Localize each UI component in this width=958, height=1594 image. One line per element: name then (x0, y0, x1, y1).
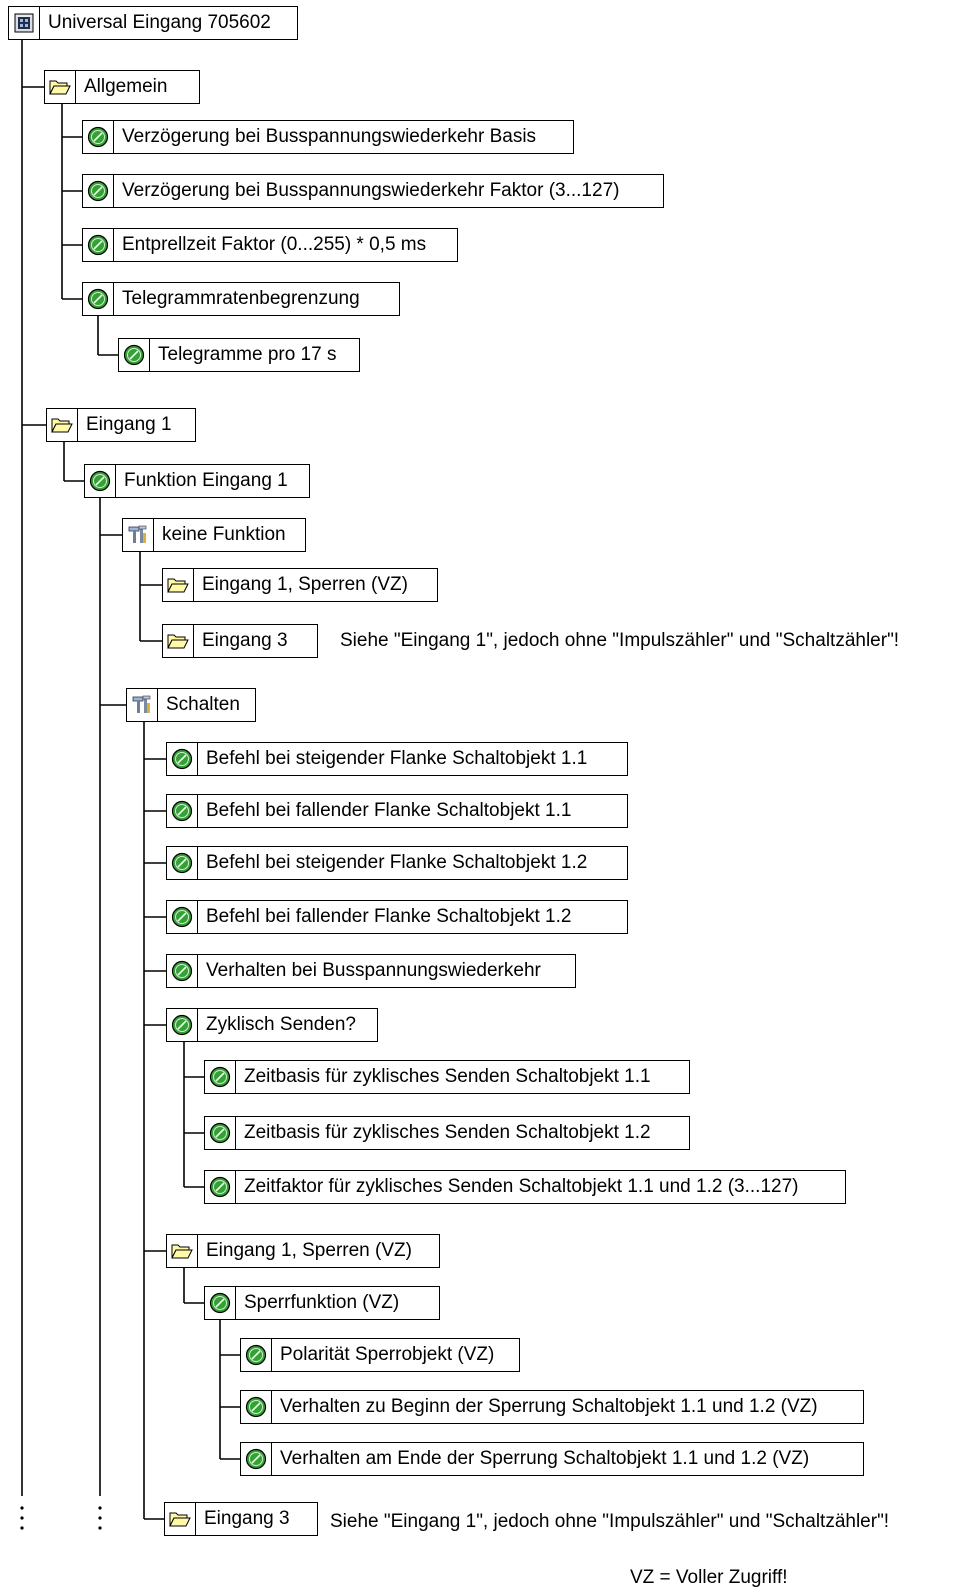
parameter-icon (205, 1117, 236, 1149)
parameter-icon (205, 1171, 236, 1203)
parameter-icon (241, 1443, 272, 1475)
annotation-note: Siehe "Eingang 1", jedoch ohne "Impulszä… (330, 1511, 890, 1532)
parameter-icon (205, 1061, 236, 1093)
parameter-icon (167, 901, 198, 933)
tree-node-parameter[interactable]: Verhalten zu Beginn der Sperrung Schalto… (240, 1390, 864, 1424)
tree-node-label: Zeitfaktor für zyklisches Senden Schalto… (244, 1176, 799, 1197)
tree-node-parameter[interactable]: Befehl bei steigender Flanke Schaltobjek… (166, 742, 628, 776)
tree-node-parameter[interactable]: Telegrammratenbegrenzung (82, 282, 400, 316)
tree-node-sperren[interactable]: Eingang 1, Sperren (VZ) (166, 1234, 440, 1268)
tree-node-label: Befehl bei steigender Flanke Schaltobjek… (206, 852, 588, 873)
tree-node-label: Eingang 3 (202, 630, 288, 651)
tree-node-keine-funktion[interactable]: keine Funktion (122, 518, 306, 552)
tree-node-label: Zeitbasis für zyklisches Senden Schaltob… (244, 1122, 651, 1143)
footnote: VZ = Voller Zugriff! (630, 1567, 788, 1588)
tree-node-funktion-eingang-1[interactable]: Funktion Eingang 1 (84, 464, 310, 498)
parameter-icon (167, 795, 198, 827)
tree-node-label: Universal Eingang 705602 (48, 12, 271, 33)
parameter-icon (167, 955, 198, 987)
tree-node-label: Telegramme pro 17 s (158, 344, 337, 365)
tree-node-zyklisch-senden[interactable]: Zyklisch Senden? (166, 1008, 378, 1042)
folder-icon (47, 409, 78, 441)
parameter-icon (83, 283, 114, 315)
tree-node-eingang-3[interactable]: Eingang 3 (162, 624, 318, 658)
parameter-icon (85, 465, 116, 497)
annotation-note: Siehe "Eingang 1", jedoch ohne "Impulszä… (340, 630, 900, 651)
tree-node-parameter[interactable]: Verhalten bei Busspannungswiederkehr (166, 954, 576, 988)
tree-node-sperrfunktion[interactable]: Sperrfunktion (VZ) (204, 1286, 440, 1320)
tree-node-label: Allgemein (84, 76, 168, 97)
tree-node-label: Befehl bei fallender Flanke Schaltobjekt… (206, 800, 572, 821)
tree-node-label: Verhalten bei Busspannungswiederkehr (206, 960, 541, 981)
parameter-icon (83, 175, 114, 207)
tree-node-label: keine Funktion (162, 524, 286, 545)
tree-node-parameter[interactable]: Zeitfaktor für zyklisches Senden Schalto… (204, 1170, 846, 1204)
tree-node-parameter[interactable]: Befehl bei steigender Flanke Schaltobjek… (166, 846, 628, 880)
tree-node-label: Zyklisch Senden? (206, 1014, 356, 1035)
parameter-icon (119, 339, 150, 371)
parameter-icon (205, 1287, 236, 1319)
parameter-icon (167, 743, 198, 775)
tree-node-label: Schalten (166, 694, 240, 715)
tree-node-parameter[interactable]: Zeitbasis für zyklisches Senden Schaltob… (204, 1116, 690, 1150)
parameter-icon (241, 1339, 272, 1371)
tree-node-label: Verhalten am Ende der Sperrung Schaltobj… (280, 1448, 810, 1469)
folder-icon (165, 1503, 196, 1535)
tree-node-parameter[interactable]: Befehl bei fallender Flanke Schaltobjekt… (166, 794, 628, 828)
folder-icon (163, 569, 194, 601)
tree-node-label: Entprellzeit Faktor (0...255) * 0,5 ms (122, 234, 427, 255)
tree-node-allgemein[interactable]: Allgemein (44, 70, 200, 104)
tree-node-label: Polarität Sperrobjekt (VZ) (280, 1344, 495, 1365)
tree-node-label: Sperrfunktion (VZ) (244, 1292, 400, 1313)
tree-node-schalten[interactable]: Schalten (126, 688, 256, 722)
tree-node-label: Befehl bei fallender Flanke Schaltobjekt… (206, 906, 572, 927)
tree-node-parameter[interactable]: Polarität Sperrobjekt (VZ) (240, 1338, 520, 1372)
tree-node-label: Eingang 1 (86, 414, 172, 435)
folder-icon (45, 71, 76, 103)
parameter-icon (167, 847, 198, 879)
parameter-icon (241, 1391, 272, 1423)
parameter-icon (83, 229, 114, 261)
tree-node-label: Eingang 3 (204, 1508, 290, 1529)
parameter-icon (83, 121, 114, 153)
tree-node-label: Funktion Eingang 1 (124, 470, 288, 491)
tree-node-parameter[interactable]: Verzögerung bei Busspannungswiederkehr B… (82, 120, 574, 154)
tree-node-parameter[interactable]: Telegramme pro 17 s (118, 338, 360, 372)
tree-node-parameter[interactable]: Verzögerung bei Busspannungswiederkehr F… (82, 174, 664, 208)
tree-node-label: Eingang 1, Sperren (VZ) (202, 574, 408, 595)
device-icon (9, 7, 40, 39)
tools-icon (127, 689, 158, 721)
parameter-icon (167, 1009, 198, 1041)
tree-node-parameter[interactable]: Entprellzeit Faktor (0...255) * 0,5 ms (82, 228, 458, 262)
tree-node-sperren[interactable]: Eingang 1, Sperren (VZ) (162, 568, 438, 602)
tree-node-label: Befehl bei steigender Flanke Schaltobjek… (206, 748, 588, 769)
tree-node-root[interactable]: Universal Eingang 705602 (8, 6, 298, 40)
tree-node-label: Verzögerung bei Busspannungswiederkehr F… (122, 180, 620, 201)
tree-node-eingang-3[interactable]: Eingang 3 (164, 1502, 318, 1536)
tree-node-eingang-1[interactable]: Eingang 1 (46, 408, 196, 442)
tree-node-label: Telegrammratenbegrenzung (122, 288, 360, 309)
tree-node-label: Verhalten zu Beginn der Sperrung Schalto… (280, 1396, 818, 1417)
tree-node-parameter[interactable]: Zeitbasis für zyklisches Senden Schaltob… (204, 1060, 690, 1094)
tree-node-label: Zeitbasis für zyklisches Senden Schaltob… (244, 1066, 651, 1087)
tree-node-parameter[interactable]: Verhalten am Ende der Sperrung Schaltobj… (240, 1442, 864, 1476)
tools-icon (123, 519, 154, 551)
tree-node-label: Eingang 1, Sperren (VZ) (206, 1240, 412, 1261)
folder-icon (167, 1235, 198, 1267)
folder-icon (163, 625, 194, 657)
tree-node-label: Verzögerung bei Busspannungswiederkehr B… (122, 126, 537, 147)
tree-node-parameter[interactable]: Befehl bei fallender Flanke Schaltobjekt… (166, 900, 628, 934)
